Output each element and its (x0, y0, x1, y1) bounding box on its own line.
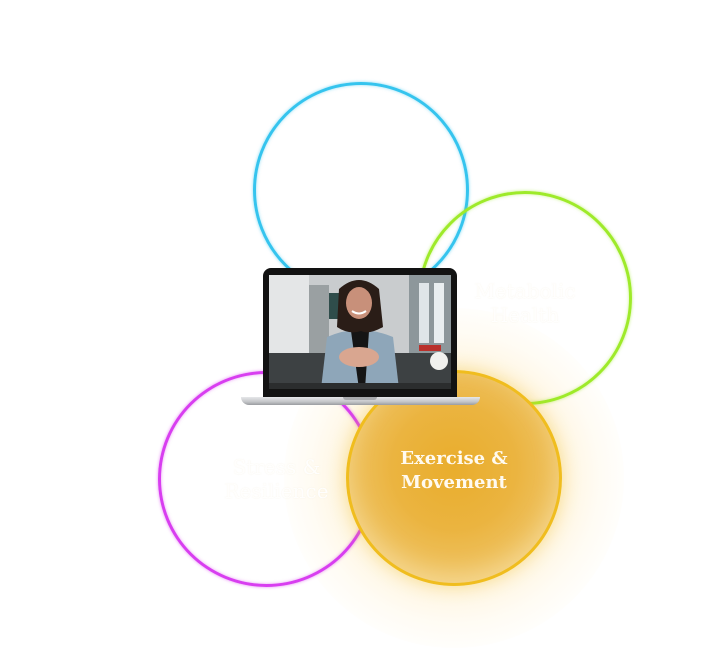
circle-exercise-label-line2: Movement (401, 472, 507, 493)
laptop-base (241, 397, 480, 405)
video-call-person-image (269, 275, 451, 389)
circle-exercise-movement[interactable]: Exercise & Movement (346, 370, 562, 586)
laptop-screen-video (269, 275, 451, 389)
circle-exercise-label-line1: Exercise & (400, 448, 508, 469)
circle-metabolic-label-line1: Metabolic (474, 279, 576, 303)
laptop-lid (263, 268, 457, 398)
circle-stress-label-line2: Resilience (224, 479, 329, 503)
laptop-notch (343, 397, 377, 400)
circle-stress-label-line1: Stress & (232, 455, 321, 479)
circle-metabolic-health-label: Metabolic Health (474, 279, 575, 327)
circle-stress-label: Stress & Resilience (224, 455, 328, 503)
circle-exercise-label: Exercise & Movement (400, 447, 507, 495)
circle-metabolic-label-line2: Health (490, 303, 560, 327)
laptop (241, 268, 480, 406)
